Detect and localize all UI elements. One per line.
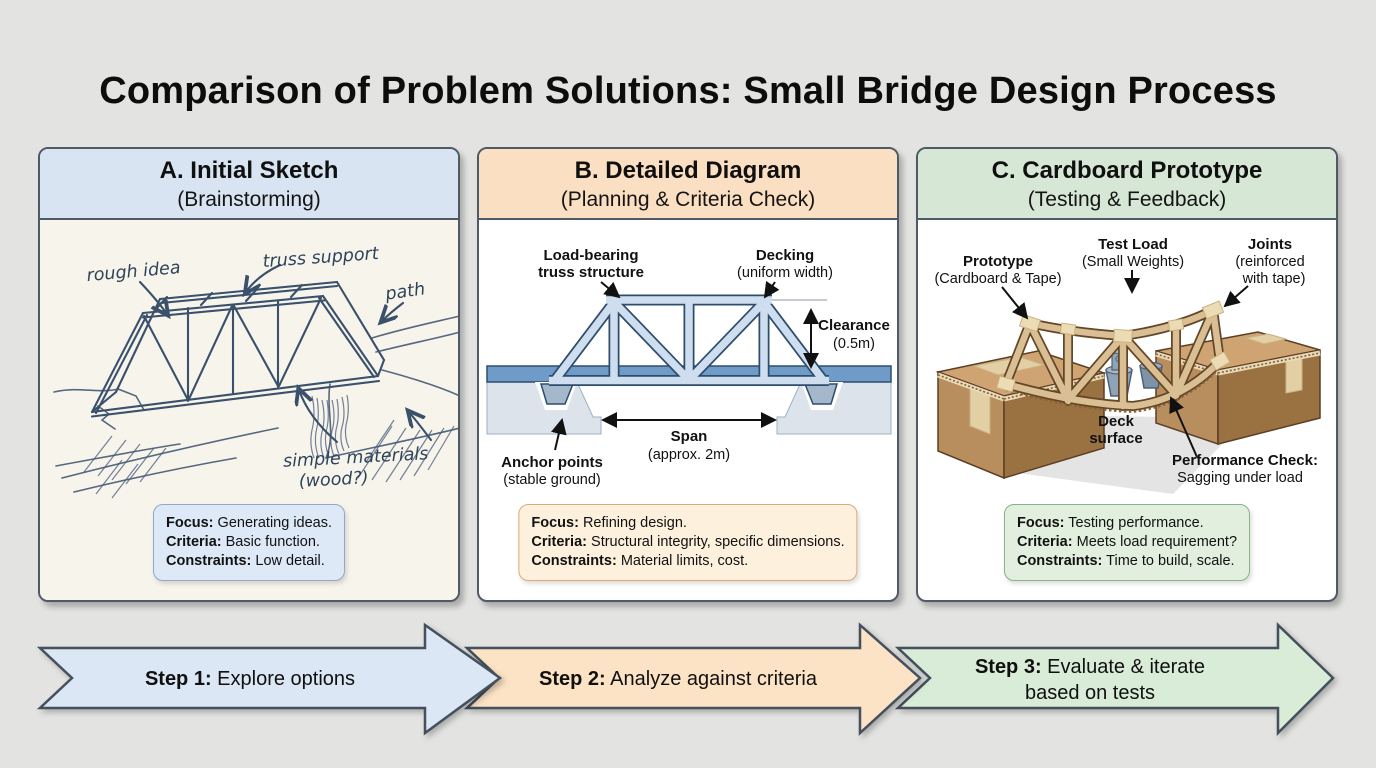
callout-arrows — [551, 280, 780, 451]
criteria-row: Criteria: Structural integrity, specific… — [531, 534, 845, 550]
constraints-row: Constraints: Time to build, scale. — [1016, 553, 1235, 569]
annotation-wood: (wood?) — [298, 468, 369, 492]
prototype-illustration: Prototype (Cardboard & Tape) Test Load (… — [934, 236, 1321, 494]
sketch-bridge — [90, 280, 386, 418]
criteria-row: Criteria: Basic function. — [165, 534, 320, 550]
annotation-load-bearing: Load-bearing — [543, 247, 638, 264]
panel-c-header: C. Cardboard Prototype (Testing & Feedba… — [918, 149, 1336, 220]
process-steps: Step 1: Explore options Step 2: Analyze … — [36, 622, 1335, 737]
annotation-clearance: Clearance — [818, 317, 890, 334]
annotation-test-load: Test Load — [1098, 236, 1168, 253]
bridge-truss-members — [1002, 306, 1224, 410]
ground — [486, 381, 892, 435]
annotation-joints: Joints — [1248, 236, 1292, 253]
callout-arrows — [1001, 270, 1249, 458]
annotation-simple-materials: simple materials — [283, 444, 429, 472]
panel-a-header: A. Initial Sketch (Brainstorming) — [40, 149, 458, 220]
svg-text:(0.5m): (0.5m) — [833, 336, 875, 352]
technical-diagram-illustration: Load-bearing truss structure Decking (un… — [486, 247, 892, 488]
panel-b-subtitle: (Planning & Criteria Check) — [560, 188, 816, 211]
step-3-label-line1: Step 3: Evaluate & iterate — [975, 656, 1205, 678]
panel-a-info-box: Focus: Generating ideas. Criteria: Basic… — [152, 504, 346, 581]
svg-text:(uniform width): (uniform width) — [737, 265, 833, 281]
sketch-terrain — [53, 369, 458, 493]
annotation-path: path — [383, 279, 426, 304]
svg-text:(approx. 2m): (approx. 2m) — [648, 447, 730, 463]
panel-b-header: B. Detailed Diagram (Planning & Criteria… — [479, 149, 897, 220]
comparison-panels: A. Initial Sketch (Brainstorming) — [38, 147, 1338, 602]
panel-detailed-diagram: B. Detailed Diagram (Planning & Criteria… — [477, 147, 899, 602]
panel-b-body: Load-bearing truss structure Decking (un… — [479, 220, 897, 600]
sketch-callout-arrows — [138, 263, 433, 444]
annotation-rough-idea: rough idea — [86, 258, 182, 286]
focus-row: Focus: Refining design. — [531, 515, 687, 531]
svg-text:Sagging under load: Sagging under load — [1177, 470, 1303, 486]
panel-c-info-box: Focus: Testing performance. Criteria: Me… — [1003, 504, 1251, 581]
annotation-prototype: Prototype — [963, 253, 1033, 270]
svg-text:surface: surface — [1089, 430, 1142, 447]
svg-text:with tape): with tape) — [1242, 271, 1306, 287]
panel-b-info-box: Focus: Refining design. Criteria: Struct… — [518, 504, 858, 581]
focus-row: Focus: Testing performance. — [1016, 515, 1204, 531]
step-1-arrow — [36, 622, 503, 736]
sketch-path-lines — [371, 315, 458, 353]
annotation-truss-support: truss support — [262, 244, 380, 272]
panel-initial-sketch: A. Initial Sketch (Brainstorming) — [38, 147, 460, 602]
annotation-span: Span — [671, 428, 708, 445]
step-1-label: Step 1: Explore options — [145, 668, 355, 690]
panel-c-title: C. Cardboard Prototype — [991, 157, 1263, 184]
panel-b-title: B. Detailed Diagram — [574, 157, 802, 184]
annotation-deck-surface: Deck — [1098, 413, 1135, 430]
annotation-anchor-points: Anchor points — [501, 454, 603, 471]
svg-text:(Cardboard & Tape): (Cardboard & Tape) — [934, 271, 1061, 287]
step-2-label: Step 2: Analyze against criteria — [539, 668, 818, 690]
annotation-decking: Decking — [756, 247, 814, 264]
panel-cardboard-prototype: C. Cardboard Prototype (Testing & Feedba… — [916, 147, 1338, 602]
constraints-row: Constraints: Material limits, cost. — [531, 553, 749, 569]
joint-tape-patches — [996, 300, 1231, 393]
svg-text:(reinforced: (reinforced — [1235, 254, 1304, 270]
focus-row: Focus: Generating ideas. — [165, 515, 333, 531]
panel-c-body: Prototype (Cardboard & Tape) Test Load (… — [918, 220, 1336, 600]
criteria-row: Criteria: Meets load requirement? — [1016, 534, 1238, 550]
svg-text:(Small Weights): (Small Weights) — [1082, 254, 1184, 270]
svg-text:truss structure: truss structure — [538, 264, 644, 281]
annotation-performance-check: Performance Check: — [1172, 452, 1318, 469]
panel-a-title: A. Initial Sketch — [159, 157, 339, 184]
panel-a-body: rough idea truss support path simple mat… — [40, 220, 458, 600]
panel-c-subtitle: (Testing & Feedback) — [1027, 188, 1227, 211]
constraints-row: Constraints: Low detail. — [165, 553, 325, 569]
hand-sketch-illustration: rough idea truss support path simple mat… — [53, 244, 458, 499]
deck-corrugation — [1005, 367, 1221, 414]
step-3-arrow — [894, 622, 1335, 737]
dimension-arrows — [601, 308, 819, 428]
panel-a-subtitle: (Brainstorming) — [177, 188, 321, 211]
step-3-label-line2: based on tests — [1025, 682, 1155, 704]
page-title: Comparison of Problem Solutions: Small B… — [99, 70, 1277, 112]
svg-text:(stable ground): (stable ground) — [503, 472, 601, 488]
